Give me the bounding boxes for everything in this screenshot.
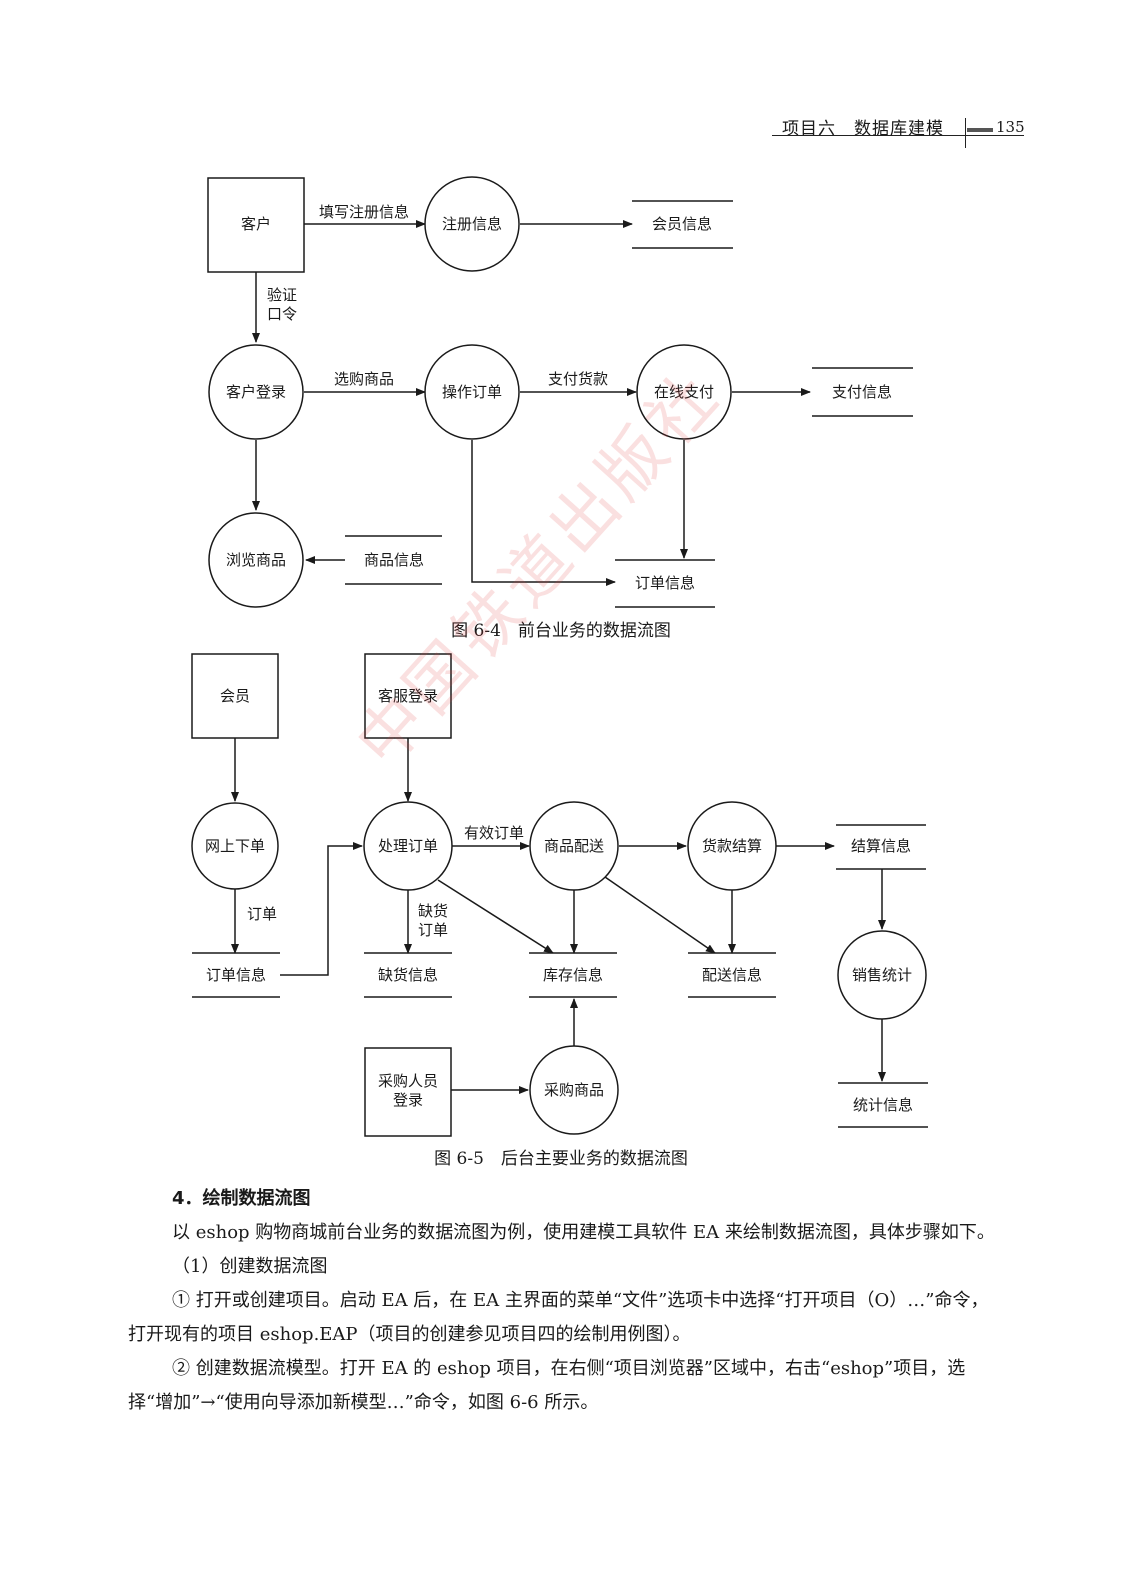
process-order-label: 操作订单 (442, 383, 502, 401)
process-settle (687, 801, 777, 891)
process-login-label: 客户登录 (226, 383, 286, 401)
figure-6-5: 会员 客服登录 采购人员 登录 网上下单 处理订单 商品配送 货款结算 销售统计… (180, 650, 940, 1140)
paragraph: ② 创建数据流模型。打开 EA 的 eshop 项目，在右侧“项目浏览器”区域中… (128, 1358, 966, 1413)
process-pay-label: 在线支付 (654, 383, 714, 401)
flow-label-pay-money: 支付货款 (548, 370, 608, 388)
figure-6-5-caption: 图 6-5 后台主要业务的数据流图 (434, 1149, 688, 1169)
store-order-info-label: 订单信息 (206, 966, 266, 984)
entity-buyer-login (364, 1047, 452, 1137)
entity-member-label: 会员 (220, 687, 250, 705)
flow-label-select-goods: 选购商品 (334, 370, 394, 388)
flow-handle-to-stock (437, 879, 554, 954)
store-stock-label: 库存信息 (543, 966, 603, 984)
entity-member (191, 653, 279, 739)
flow-delivery-to-deliveryinfo (604, 876, 716, 954)
process-sales-stats-label: 销售统计 (852, 966, 912, 984)
entity-cs-login (364, 653, 452, 739)
running-header: 项目六 数据库建模 135 (0, 112, 1122, 152)
paragraph: ① 打开或创建项目。启动 EA 后，在 EA 主界面的菜单“文件”选项卡中选择“… (128, 1290, 989, 1345)
entity-customer (207, 177, 305, 273)
header-rule (772, 135, 1024, 136)
process-settle-label: 货款结算 (702, 837, 762, 855)
process-pay (636, 344, 732, 440)
process-delivery (529, 801, 619, 891)
entity-cs-login-label: 客服登录 (378, 687, 438, 705)
process-browse-label: 浏览商品 (226, 551, 286, 569)
entity-buyer-label-2: 登录 (393, 1091, 423, 1109)
entity-customer-label: 客户 (241, 215, 271, 233)
header-tick (965, 118, 966, 148)
store-shortage-label: 缺货信息 (378, 966, 438, 984)
paragraph: 以 eshop 购物商城前台业务的数据流图为例，使用建模工具软件 EA 来绘制数… (172, 1222, 995, 1243)
flow-label-order: 订单 (247, 905, 277, 923)
process-delivery-label: 商品配送 (544, 837, 604, 855)
process-handle-order-label: 处理订单 (378, 837, 438, 855)
running-title: 项目六 数据库建模 (782, 119, 944, 139)
flow-label-verify-1: 验证 (267, 286, 297, 304)
store-settle-label: 结算信息 (851, 837, 911, 855)
process-online-order (191, 802, 279, 890)
process-order (424, 344, 520, 440)
store-payment-label: 支付信息 (832, 383, 892, 401)
process-register (424, 176, 520, 272)
figure-6-4-caption: 图 6-4 前台业务的数据流图 (451, 621, 671, 641)
header-bar (967, 128, 993, 132)
process-sales-stats (837, 930, 927, 1020)
process-purchase (529, 1045, 619, 1135)
store-goods-label: 商品信息 (364, 551, 424, 569)
flow-order-to-orderinfo (471, 440, 616, 586)
store-delivery-label: 配送信息 (702, 966, 762, 984)
flow-orderinfo-to-handle (280, 842, 363, 976)
flow-label-shortage-1: 缺货 (418, 902, 448, 920)
process-handle-order (363, 801, 453, 891)
section-title: 4．绘制数据流图 (172, 1188, 311, 1209)
flow-label-valid-order: 有效订单 (464, 824, 524, 842)
process-online-order-label: 网上下单 (205, 837, 265, 855)
entity-buyer-label-1: 采购人员 (378, 1072, 438, 1090)
store-order-label: 订单信息 (635, 574, 695, 592)
flow-label-shortage-2: 订单 (418, 921, 448, 939)
figure-6-4: 客户 注册信息 客户登录 操作订单 在线支付 浏览商品 会员信息 支付信息 商品… (180, 172, 940, 617)
process-register-label: 注册信息 (442, 215, 502, 233)
page-number: 135 (996, 118, 1025, 136)
paragraph: （1）创建数据流图 (172, 1256, 328, 1277)
store-member-label: 会员信息 (652, 215, 712, 233)
flow-label-fill-register: 填写注册信息 (319, 203, 409, 221)
store-stats-label: 统计信息 (853, 1096, 913, 1114)
process-purchase-label: 采购商品 (544, 1081, 604, 1099)
flow-label-verify-2: 口令 (267, 305, 297, 323)
process-login (208, 344, 304, 440)
process-browse (208, 512, 304, 608)
body-text: 4．绘制数据流图 以 eshop 购物商城前台业务的数据流图为例，使用建模工具软… (128, 1182, 996, 1420)
